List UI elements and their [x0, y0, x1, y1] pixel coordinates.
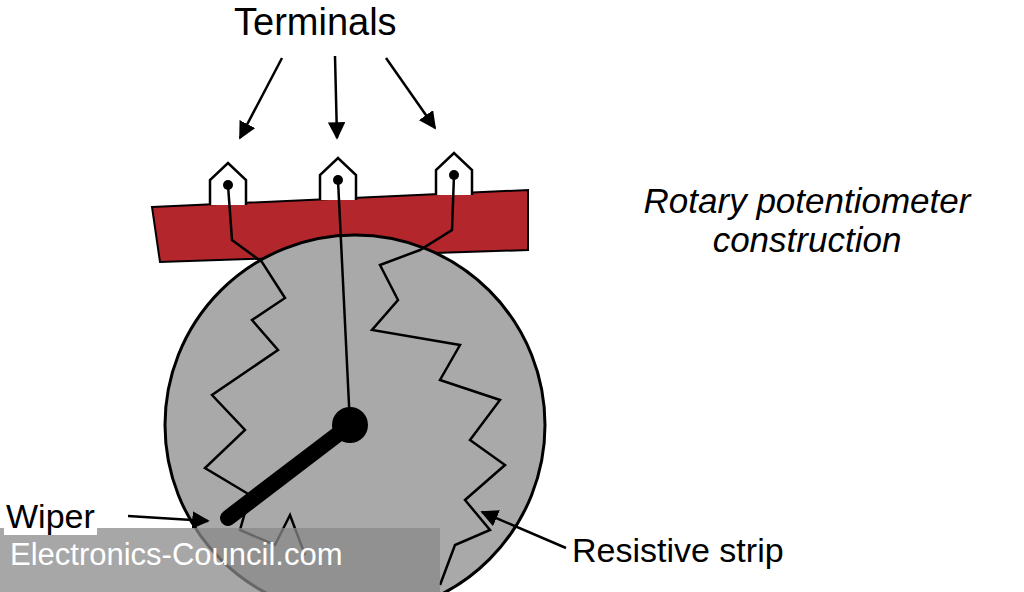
leader-arrows [128, 56, 566, 548]
watermark-band [0, 528, 440, 592]
terminals-label: Terminals [232, 2, 399, 44]
terminal-tabs [210, 153, 472, 205]
wiper-label: Wiper [4, 498, 97, 535]
resistive-strip-label: Resistive strip [570, 532, 786, 569]
resistive-strip [205, 175, 505, 585]
wiper-arm [228, 425, 350, 518]
terminal-dots [223, 170, 459, 190]
wiper-pivot [332, 407, 368, 443]
watermark: Electronics-Council.com [8, 538, 345, 572]
figure-title: Rotary potentiometer construction [600, 182, 1014, 259]
